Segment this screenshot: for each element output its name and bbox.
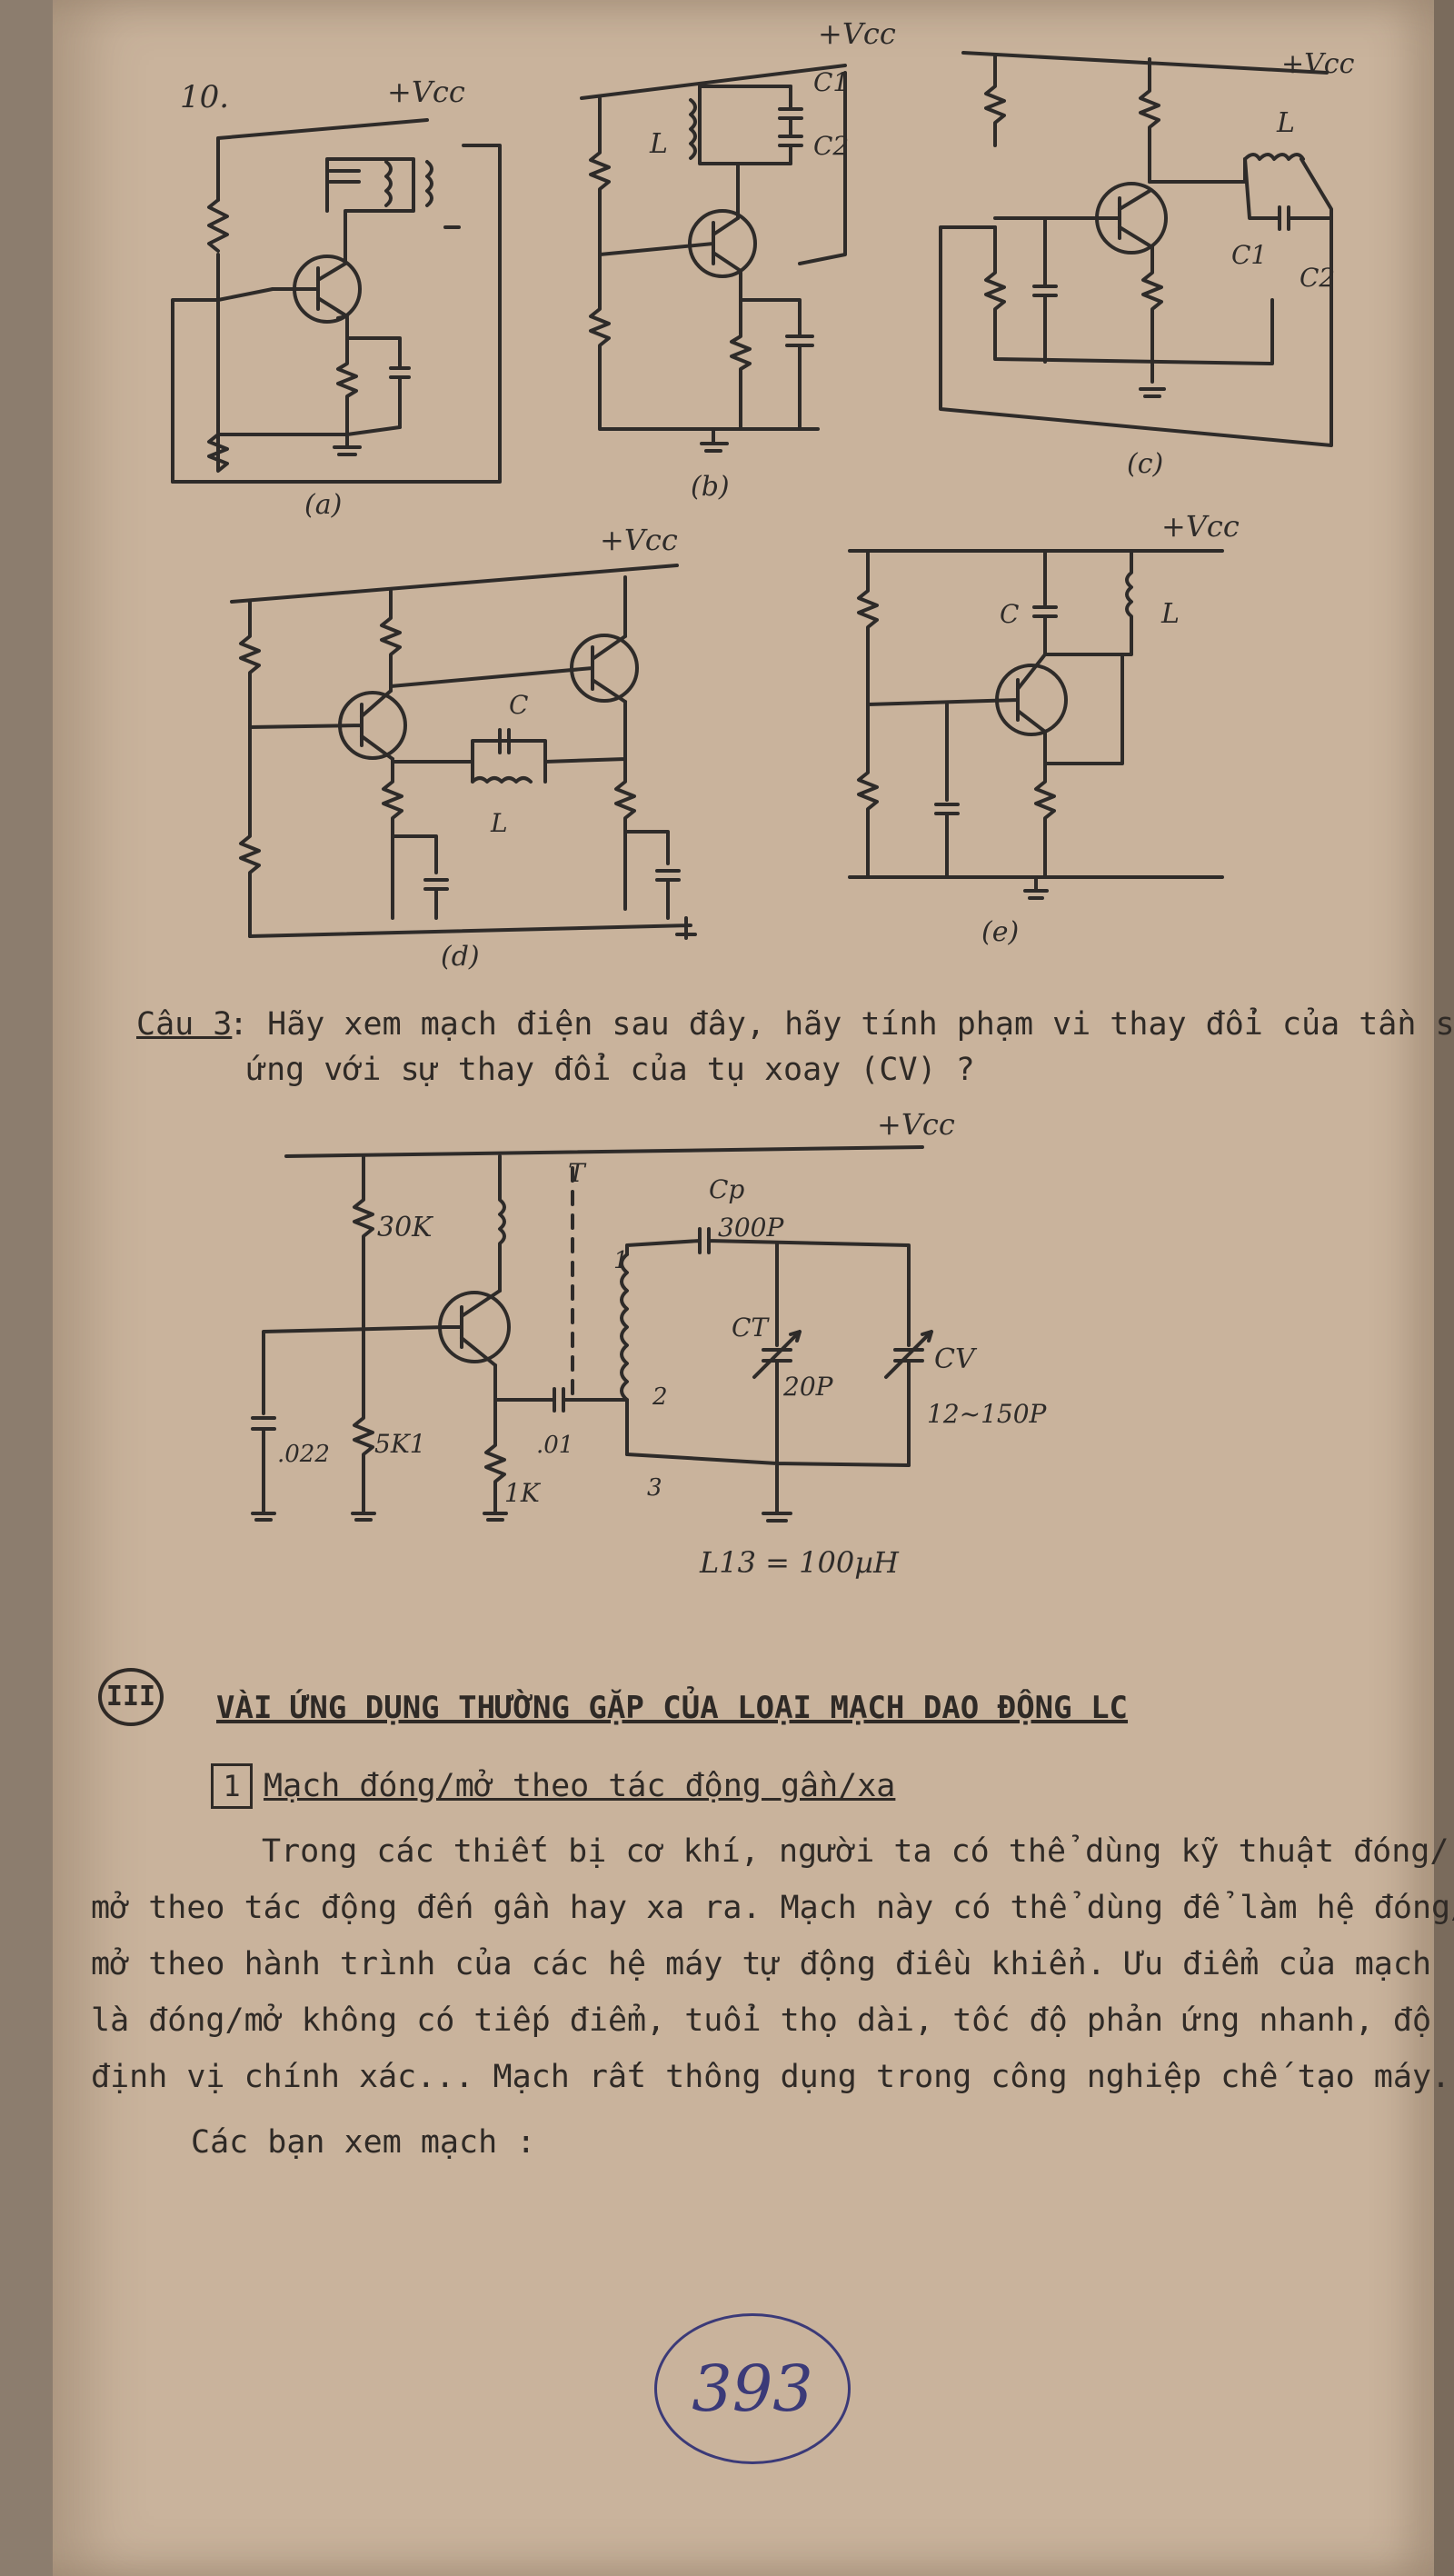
fig10-number: 10. <box>180 79 229 115</box>
caption-c: (c) <box>1127 448 1163 480</box>
q3-Cp-value: 300P <box>718 1213 784 1243</box>
paragraph-line-6: Các bạn xem mạch : <box>191 2124 536 2161</box>
circuit-d <box>230 564 697 940</box>
fig-e-vcc: +Vcc <box>1161 509 1240 544</box>
fig-d-C: C <box>509 690 528 720</box>
fig-a-vcc: +Vcc <box>387 75 465 109</box>
paragraph-line-4: là đóng/mở không có tiếp điểm, tuổi thọ … <box>91 2002 1432 2039</box>
caption-a: (a) <box>304 489 342 521</box>
subsection-title: Mạch đóng/mở theo tác động gần/xa <box>264 1768 896 1804</box>
circuit-c <box>939 51 1333 447</box>
section-numeral: III <box>98 1668 164 1726</box>
q3-Cbase-label: .022 <box>277 1441 330 1468</box>
q3-R3-label: 1K <box>504 1478 542 1508</box>
q3-R1-label: 30K <box>377 1212 433 1243</box>
q3-Ccouple-label: .01 <box>536 1432 573 1459</box>
fig-b-C1: C1 <box>813 67 849 97</box>
fig-e-L: L <box>1160 598 1180 630</box>
q3-Cv-value: 12~150P <box>927 1399 1048 1429</box>
fig-c-C2: C2 <box>1300 263 1335 293</box>
paragraph-line-1: Trong các thiết bị cơ khí, người ta có t… <box>262 1833 1449 1870</box>
q3-tap3: 3 <box>647 1474 662 1502</box>
paragraph-line-3: mở theo hành trình của các hệ máy tự độn… <box>91 1946 1432 1982</box>
circuit-e <box>848 549 1224 900</box>
fig-c-C1: C1 <box>1231 240 1267 270</box>
q3-Cp-label: Cp <box>709 1174 744 1204</box>
paragraph-line-2: mở theo tác động đến gần hay xa ra. Mạch… <box>91 1890 1454 1926</box>
section-title: VÀI ỨNG DỤNG THƯỜNG GẶP CỦA LOẠI MẠCH DA… <box>216 1690 1129 1726</box>
q3-inductance-label: L13 = 100µH <box>699 1545 900 1580</box>
q3-Ct-label: CT <box>732 1313 770 1343</box>
paragraph-line-5: định vị chính xác... Mạch rất thông dụng… <box>91 2059 1451 2095</box>
fig-d-vcc: +Vcc <box>600 523 678 557</box>
fig-e-C: C <box>1000 599 1019 629</box>
q3-R2-label: 5K1 <box>374 1429 426 1459</box>
q3-T-label: T <box>568 1158 587 1188</box>
page-number: 393 <box>654 2313 851 2464</box>
question3-label: Câu 3 <box>136 1006 233 1043</box>
fig-d-L: L <box>490 808 508 838</box>
q3-vcc: +Vcc <box>877 1107 955 1142</box>
fig-c-L: L <box>1276 107 1295 139</box>
question3-circuit <box>251 1145 933 1523</box>
caption-d: (d) <box>441 941 480 973</box>
question3-line2: ứng với sự thay đổi của tụ xoay (CV) ? <box>247 1052 975 1088</box>
circuit-a <box>171 118 502 484</box>
fig-b-vcc: +Vcc <box>818 16 896 51</box>
q3-tap1: 1 <box>613 1247 629 1274</box>
subsection-number: 1 <box>211 1763 253 1809</box>
fig-c-vcc: +Vcc <box>1281 48 1355 80</box>
fig-b-L: L <box>649 128 668 160</box>
fig-b-C2: C2 <box>813 131 849 161</box>
book-edge-left <box>0 0 53 2576</box>
caption-b: (b) <box>691 471 730 503</box>
q3-Cv-label: CV <box>934 1343 978 1375</box>
q3-tap2: 2 <box>652 1383 668 1411</box>
circuit-b <box>580 64 847 453</box>
caption-e: (e) <box>981 916 1019 948</box>
q3-Ct-value: 20P <box>782 1372 834 1402</box>
question3-line1: : Hãy xem mạch điện sau đây, hãy tính ph… <box>229 1006 1454 1043</box>
